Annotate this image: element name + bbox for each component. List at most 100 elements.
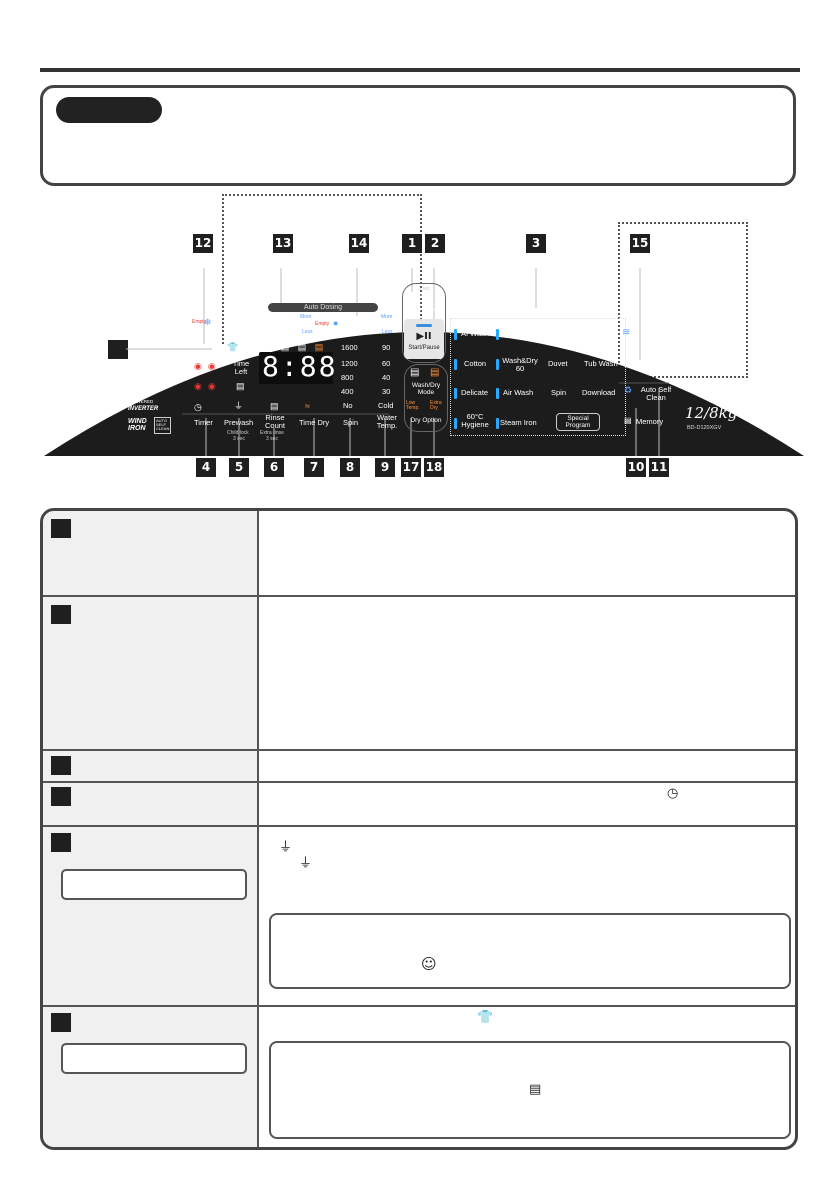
row-6-note-box [269,1041,791,1139]
time-dry-button[interactable]: Time Dry [299,418,330,427]
program-60-hygiene[interactable]: 60°C Hygiene [461,412,489,429]
program-indicator-air-wash [496,388,499,399]
program-indicator-delicate [454,388,457,399]
power-start-column [402,283,446,363]
program-rapid-15[interactable]: Rapid 15 [503,329,534,338]
prewash-icon: ⏚ [279,840,293,855]
power-button[interactable]: Power On/Off [405,306,445,313]
table-divider-3 [43,781,795,783]
table-divider-4 [43,825,795,827]
fabric-softener-label[interactable]: Fabric Softener [282,315,312,332]
program-wash-dry-60[interactable]: Wash&Dry 60 [502,356,538,373]
program-delicate[interactable]: Delicate [461,388,489,397]
time-display-digits: 8:88 [262,350,338,383]
spin-speed-1600: 1600 [341,343,358,352]
wash-dry-column [404,364,448,432]
badge-15: 15 [630,234,650,253]
remote-phone-icon: ▯ [626,353,633,365]
badge-2: 2 [425,234,445,253]
spin-speed-no: No [343,401,353,410]
child-lock-label: Child lock [227,430,249,436]
play-pause-icon: ▶II [416,331,432,342]
prewash-status-icon: ⏚ [234,401,244,411]
row-6-sub-label-box [61,1043,247,1074]
wash-mode-icon: ▤ [410,367,420,378]
badge-3: 3 [526,234,546,253]
dry-mode-icon: ▤ [430,367,440,378]
badge-8: 8 [340,458,360,477]
header-box [40,85,796,186]
extra-rinse-label: Extra rinse [260,430,284,436]
softener-icon: ❄ [204,317,212,327]
child-lock-hold-label: 3 sec [233,436,245,442]
shirt-status-icon: ▤ [270,401,279,411]
prewash-icon: ⏚ [299,856,313,871]
wifi-icon: ≋ [622,327,631,338]
prewash-button[interactable]: Prewash [224,418,254,427]
wash-status-icons: ◉◉ [194,361,222,371]
timer-button[interactable]: Timer [194,418,213,427]
rinse-count-button[interactable]: Rinse Count [264,413,285,430]
program-air-wash[interactable]: Air Wash [503,388,534,397]
table-divider-2 [43,749,795,751]
extra-rinse-hold-label: 3 sec [266,436,278,442]
row-1-badge [51,519,71,538]
detergent-box-icon: ▤ [529,1082,542,1097]
auto-clean-icon: ♻ [624,385,633,395]
brand-inverter: INVERTER [128,406,159,412]
special-program-button[interactable]: Special Program [556,413,600,431]
water-temp-60: 60 [382,359,391,368]
program-spin[interactable]: Spin [551,388,567,397]
program-cotton[interactable]: Cotton [464,359,487,368]
row-4-label-cell [43,783,257,825]
softener-empty-label: Empty [192,319,207,325]
spin-speed-800: 800 [341,373,354,382]
program-ai-wash[interactable]: AI Wash [461,329,490,338]
brand-wind-iron: WIND IRON [128,418,147,433]
badge-5: 5 [229,458,249,477]
remote-callout [618,222,748,378]
badge-9: 9 [375,458,395,477]
program-area [450,318,626,436]
baby-face-icon: ☺ [421,955,437,973]
program-indicator-hygiene [454,418,457,429]
detergent-drop-icon: ● [333,318,339,328]
capacity-label: 12/8kg [685,404,738,422]
badge-7: 7 [304,458,324,477]
extra-dry-label: Extra Dry [430,400,442,412]
low-temp-label: Low Temp. [406,400,420,412]
clock-icon: ◷ [667,786,679,801]
badge-18: 18 [424,458,444,477]
brand-auto-self-clean: AUTO SELF CLEAN [154,417,172,434]
start-pause-button[interactable]: ▶II Start/Pause [404,319,444,359]
table-divider-vertical [257,511,259,1147]
program-steam-iron[interactable]: Steam Iron [500,418,537,427]
wash-dry-mode-button[interactable]: Wash/Dry Mode [411,382,441,396]
control-panel: Auto Dosing Empty ❄ Fabric Softener More… [44,268,804,456]
brand-powered: POWERED [130,399,154,404]
program-duvet[interactable]: Duvet [548,359,568,368]
dry-option-button[interactable]: Dry Option [410,417,442,424]
memory-button[interactable]: Memory [636,417,664,426]
badge-13: 13 [273,234,293,253]
program-dry-only[interactable]: Dry Only [585,329,615,338]
water-temp-button[interactable]: Water Temp. [376,413,398,430]
row-6-badge [51,1013,71,1032]
power-hold-label: 3 sec [418,286,430,292]
table-divider-5 [43,1005,795,1007]
timer-status-icon: ◷ [194,402,202,412]
shirt-icon: 👕 [477,1010,494,1025]
badge-14: 14 [349,234,369,253]
spin-button[interactable]: Spin [343,418,359,427]
badge-12: 12 [193,234,213,253]
program-tub-wash[interactable]: Tub Wash [584,359,618,368]
row-5-note-box [269,913,791,989]
row-6-label-cell [43,1007,257,1147]
program-wool[interactable]: Wool [550,329,567,338]
liquid-detergent-label[interactable]: Liquid Detergent [345,315,379,332]
row-3-badge [51,756,71,775]
auto-self-clean-button[interactable]: Auto Self Clean [640,385,672,402]
program-download[interactable]: Download [582,388,616,397]
remote-button[interactable]: Remote [642,361,669,370]
top-rule [40,68,800,72]
